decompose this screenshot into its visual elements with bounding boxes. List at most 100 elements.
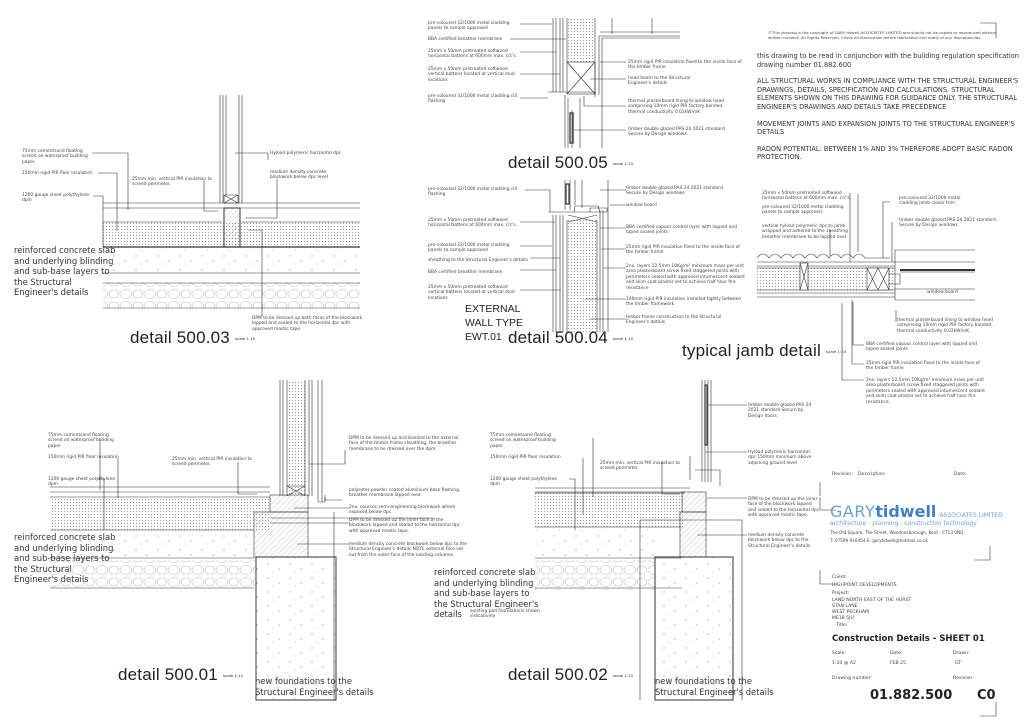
- label: medium density concrete blockwork below …: [270, 170, 328, 181]
- label: 25mm rigid PIR insulation fixed to the i…: [628, 60, 742, 71]
- label: vertical hyload polymeric dpc to jamb wr…: [762, 224, 848, 240]
- slab-note: reinforced concrete slab and underlying …: [14, 245, 116, 297]
- revision-label: Revision:: [953, 676, 974, 681]
- label: BBA certified vapour control layer with …: [626, 225, 738, 236]
- label: pre-coloured 32/1000 metal cladding cill…: [428, 187, 517, 198]
- label: timber frame construction to the Structu…: [626, 315, 722, 326]
- label: timber double glazed PAS 24 2021 standar…: [626, 186, 723, 197]
- sheet-title: Construction Details - SHEET 01: [832, 634, 985, 644]
- client-label: Client:: [832, 575, 847, 580]
- date-header: Date:: [954, 472, 967, 477]
- drawing-number: 01.882.500: [870, 688, 953, 703]
- label: timber double glazed PAS 24 2021 standar…: [748, 403, 812, 419]
- label: 25mm rigid PIR insulation fixed to the i…: [866, 361, 980, 372]
- date-label: Date:: [890, 651, 903, 656]
- detail-500-05-drawing: [510, 18, 680, 148]
- drawn-value: GT: [955, 661, 962, 666]
- label: thermal plasterboard lining to window he…: [628, 99, 725, 115]
- label: window board: [927, 290, 958, 295]
- revision-code: C0: [977, 688, 996, 703]
- company-contact: T: 07599 916454 E: garytidwell@hotmail.c…: [830, 538, 928, 543]
- note-2: ALL STRUCTURAL WORKS IN COMPLIANCE WITH …: [757, 77, 1019, 111]
- label: 25mm rigid PIR insulation fixed to the i…: [626, 245, 740, 256]
- label: timber double glazed PAS 24 2021 standar…: [899, 218, 996, 229]
- label: medium density concrete blockwork below …: [748, 533, 811, 549]
- label: pre-coloured 32/1000 metal cladding jamb…: [899, 196, 961, 207]
- foundations-note: new foundations to the Structural Engine…: [655, 676, 774, 697]
- label: 2no. layers 12.5mm 10Kg/m² minimum mass …: [626, 264, 745, 291]
- label: thermal plasterboard lining to window he…: [897, 318, 994, 334]
- scale-label: Scale:: [832, 651, 846, 656]
- label: 150mm rigid PIR floor insulation: [490, 455, 561, 460]
- label: pre-coloured 32/1000 metal cladding cill…: [428, 94, 517, 105]
- title-label: Title:: [836, 623, 848, 628]
- label: DPM to be dressed up the inner face of t…: [748, 497, 820, 519]
- jamb-detail-drawing: [756, 193, 975, 381]
- label: 25mm x 50mm pretreated softwood vertical…: [428, 285, 515, 301]
- label: BBA certified breather membrane: [428, 270, 503, 275]
- label: pre-coloured 32/1000 metal cladding pane…: [428, 21, 510, 32]
- label: DPM to be dressed up the inner face of t…: [349, 518, 461, 534]
- label: 75mm cementsand floating screed on water…: [490, 433, 556, 449]
- label: timber double glazed PAS 24 2021 standar…: [628, 127, 725, 138]
- label: 75mm cementsand floating screed on water…: [22, 149, 88, 165]
- detail-500-02-drawing: [535, 380, 747, 701]
- label: existing pad foundations shown indicativ…: [470, 609, 540, 620]
- client-value: HIGHPOINT DEVELOPMENTS: [832, 583, 897, 588]
- project-line: ME18 5JU: [832, 616, 854, 621]
- project-label: Project:: [832, 591, 850, 596]
- label: window board: [626, 203, 657, 208]
- detail-500-01-drawing: [50, 380, 433, 701]
- label: BBA certified breather membrane: [428, 37, 503, 42]
- label: 2no. courses semi-engineering blockwork …: [349, 505, 456, 516]
- label: 150mm rigid PIR floor insulation: [22, 171, 93, 176]
- label: pre-coloured 32/1000 metal cladding pane…: [428, 243, 510, 254]
- label: head beam to the Structural Engineer's d…: [628, 76, 691, 87]
- scale-value: 1:10 @ A2: [832, 661, 856, 666]
- label: 25mm x 50mm pretreated softwood horizont…: [762, 191, 852, 202]
- label: 1200 gauge sheet polythylene dpm: [48, 477, 116, 488]
- label: 2no. layers 12.5mm 10Kg/m² minimum mass …: [866, 378, 985, 405]
- label: 1200 gauge sheet polythylene dpm: [22, 193, 90, 204]
- description-header: Description:: [858, 472, 886, 477]
- label: Hyload polymeric horizontal dpc 150mm mi…: [748, 450, 812, 466]
- label: 140mm rigid PIR insulation installed tig…: [626, 297, 742, 308]
- label: 25mm x 50mm pretreated softwood vertical…: [428, 67, 515, 83]
- drawn-label: Drawn:: [953, 651, 970, 656]
- label: pre-coloured 32/1000 metal cladding pane…: [762, 205, 844, 216]
- revision-header: Revision:: [832, 472, 853, 477]
- label: 25mm min. vertical PIR insulation to scr…: [132, 177, 212, 188]
- label: 25mm min. vertical PIR insulation to scr…: [600, 461, 680, 472]
- drawing-number-label: Drawing number:: [832, 676, 872, 681]
- slab-note: reinforced concrete slab and underlying …: [14, 532, 116, 584]
- note-4: RADON POTENTIAL: BETWEEN 1% AND 3% THERE…: [757, 144, 1013, 162]
- project-line: WEST PECKHAM: [832, 610, 870, 615]
- company-address: The Old Square, The Street, Woodnesborou…: [830, 530, 965, 535]
- sheet-corner-bracket: [980, 22, 997, 38]
- label: 150mm rigid PIR floor insulation: [48, 455, 119, 460]
- project-line: LAND NORTH EAST OF THE HURST: [832, 598, 912, 603]
- copyright-notice: ©This drawing is the copyright of GARY t…: [768, 30, 997, 40]
- label: BBA certified vapour control layer with …: [866, 342, 978, 353]
- label: medium density concrete blockwork below …: [349, 542, 467, 558]
- general-notes: this drawing to be read in conjunction w…: [757, 52, 1019, 170]
- label: DPM to be dressed up both faces of the b…: [252, 316, 363, 332]
- note-1: this drawing to be read in conjunction w…: [757, 52, 1019, 69]
- company-tagline: architecture - planning - construction t…: [830, 520, 977, 527]
- label: sheathing to the Structural Engineer's d…: [428, 258, 528, 263]
- label: 25mm x 50mm pretreated softwood horizont…: [428, 218, 518, 229]
- label: 25mm min. vertical PIR insulation to scr…: [172, 457, 252, 468]
- date-value: FEB 25: [890, 661, 907, 666]
- label: 25mm x 50mm pretreated softwood horizont…: [428, 49, 518, 60]
- note-3: MOVEMENT JOINTS AND EXPANSION JOINTS TO …: [757, 119, 1015, 137]
- label: polyester powder coated aluminium base f…: [349, 488, 461, 499]
- label: 1200 gauge sheet polythylene dpm: [490, 477, 558, 488]
